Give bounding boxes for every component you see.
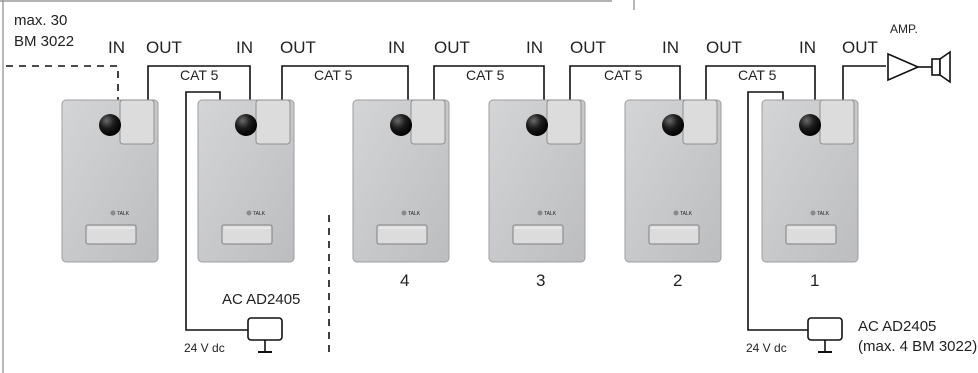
port-in-label: IN — [526, 38, 543, 57]
unit-number: 3 — [536, 271, 545, 290]
port-out-label: OUT — [280, 38, 316, 57]
cat5-cable — [569, 65, 681, 106]
power-adapter-icon — [807, 317, 843, 353]
max-units-model-label: BM 3022 — [14, 33, 74, 50]
talk-label: TALK — [408, 211, 421, 217]
adapter-left-voltage: 24 V dc — [184, 341, 225, 355]
cat5-label: CAT 5 — [314, 67, 353, 83]
cat5-label: CAT 5 — [466, 67, 505, 83]
amplifier-icon — [887, 52, 932, 82]
power-adapter-icon — [247, 317, 283, 353]
cat5-cable — [147, 65, 251, 106]
port-in-label: IN — [236, 38, 253, 57]
port-in-label: IN — [662, 38, 679, 57]
port-in-label: IN — [388, 38, 405, 57]
talk-label: TALK — [680, 211, 693, 217]
talk-label: TALK — [544, 211, 557, 217]
power-wire-right — [747, 91, 808, 331]
cat5-cable — [281, 65, 409, 106]
intercom-panel — [761, 99, 859, 263]
port-out-label: OUT — [570, 38, 606, 57]
talk-label: TALK — [253, 211, 266, 217]
port-out-label: OUT — [706, 38, 742, 57]
intercom-panel — [488, 99, 586, 263]
port-in-label: IN — [108, 38, 125, 57]
amp-cable — [842, 65, 886, 106]
unit-number: 2 — [673, 271, 682, 290]
port-out-label: OUT — [434, 38, 470, 57]
cat5-cable — [433, 65, 545, 106]
intercom-panel — [352, 99, 450, 263]
cat5-label: CAT 5 — [604, 67, 643, 83]
speaker-icon — [931, 50, 951, 84]
cat5-label: CAT 5 — [180, 67, 219, 83]
cat5-label: CAT 5 — [738, 67, 777, 83]
power-wire-left — [185, 91, 248, 331]
talk-label: TALK — [817, 211, 830, 217]
intercom-panel — [624, 99, 722, 263]
adapter-right-label: AC AD2405 — [858, 318, 936, 335]
adapter-right-voltage: 24 V dc — [746, 341, 787, 355]
max-units-label: max. 30 — [14, 12, 67, 29]
adapter-left-label: AC AD2405 — [222, 291, 300, 308]
cat5-cable — [705, 65, 816, 106]
talk-label: TALK — [117, 211, 130, 217]
intercom-panel — [61, 99, 159, 263]
unit-number: 1 — [810, 271, 819, 290]
intercom-panel — [197, 99, 295, 263]
port-out-label: OUT — [146, 38, 182, 57]
port-in-label: IN — [799, 38, 816, 57]
unit-number: 4 — [400, 271, 409, 290]
amp-label: AMP. — [890, 22, 918, 36]
adapter-right-note: (max. 4 BM 3022) — [858, 338, 977, 355]
port-out-label: OUT — [842, 38, 878, 57]
